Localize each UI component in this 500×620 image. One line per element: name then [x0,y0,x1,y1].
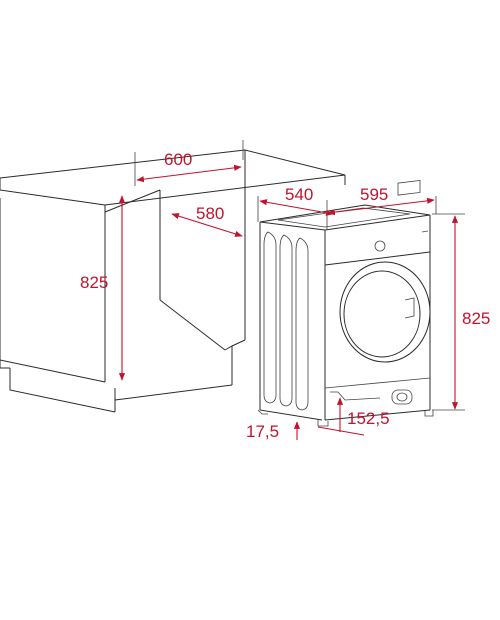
label-foot-offset: 152,5 [347,409,390,428]
label-cabinet-depth: 580 [196,204,224,223]
label-machine-depth: 595 [360,185,388,204]
label-foot-height: 17,5 [246,422,279,441]
label-cabinet-width: 600 [164,150,192,169]
cabinet [0,149,346,413]
dimension-lines [118,140,465,440]
label-cabinet-height: 825 [80,273,108,292]
washing-machine [257,179,434,427]
label-machine-width: 540 [285,185,313,204]
label-machine-height: 825 [462,309,490,328]
